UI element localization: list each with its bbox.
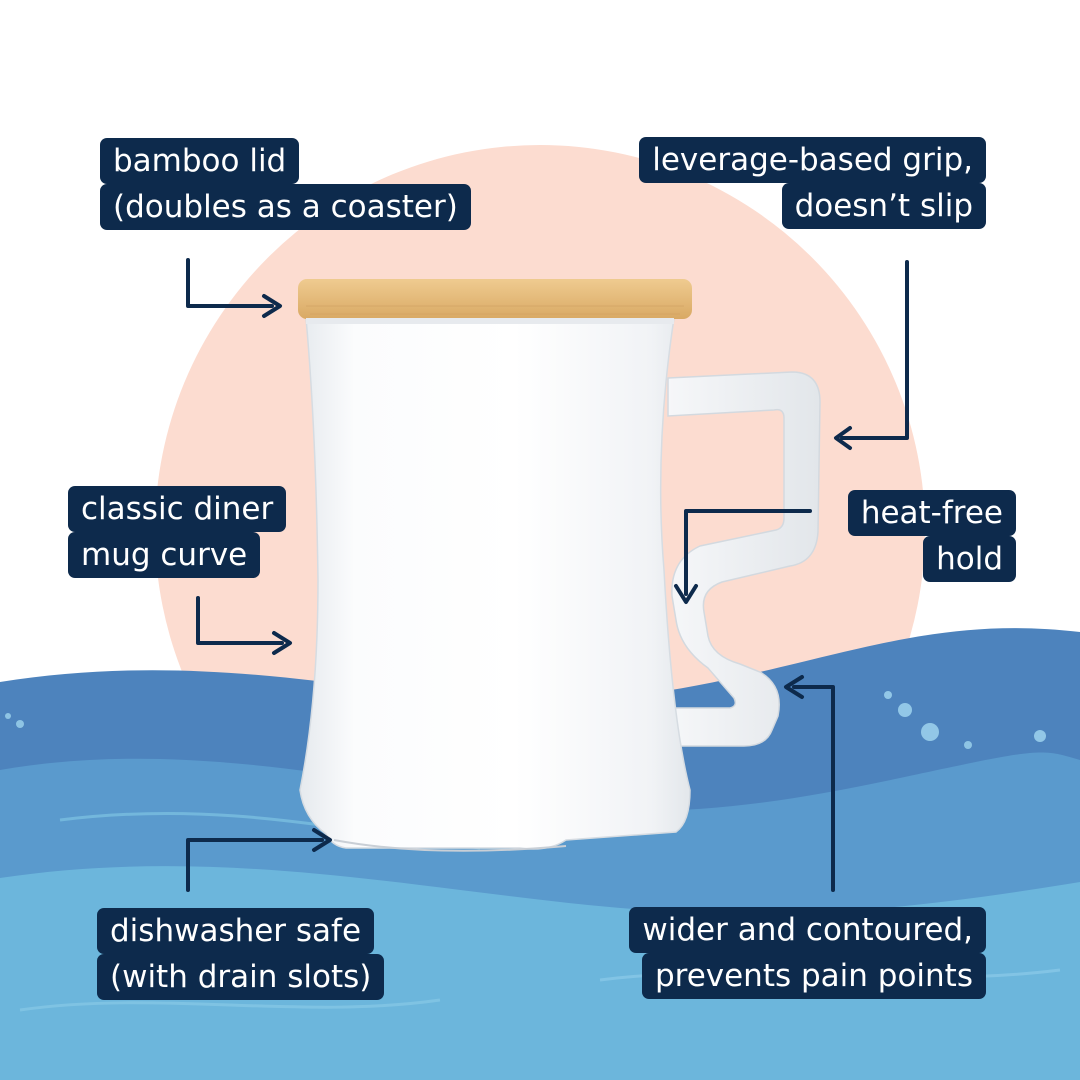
bubble: [884, 691, 892, 699]
arrow-curve: [196, 596, 292, 655]
arrow-heat: [674, 509, 812, 604]
bubble: [16, 720, 24, 728]
arrow-wider: [784, 675, 835, 892]
callout-line: dishwasher safe: [97, 908, 375, 954]
mug-handle: [667, 371, 821, 747]
callout-line: mug curve: [68, 532, 261, 578]
mug-base-edge: [333, 839, 567, 852]
arrow-lid: [186, 258, 282, 318]
callout-line: leverage-based grip,: [639, 137, 986, 183]
callout-line: (with drain slots): [97, 954, 385, 1000]
bubble: [964, 741, 972, 749]
callout-dishwasher-safe: dishwasher safe (with drain slots): [97, 908, 385, 1000]
callout-heat-free: heat-free hold: [847, 490, 1016, 582]
bubble: [1034, 730, 1046, 742]
callout-grip: leverage-based grip, doesn’t slip: [639, 137, 986, 229]
bubble: [5, 713, 11, 719]
callout-bamboo-lid: bamboo lid (doubles as a coaster): [100, 138, 471, 230]
bamboo-lid: [298, 279, 692, 319]
callout-line: heat-free: [847, 490, 1016, 536]
callout-line: bamboo lid: [100, 138, 300, 184]
wave-streak: [19, 998, 441, 1012]
callout-line: hold: [923, 536, 1016, 582]
callout-wider-contoured: wider and contoured, prevents pain point…: [629, 907, 986, 999]
callout-line: prevents pain points: [641, 953, 986, 999]
callout-line: classic diner: [68, 486, 287, 532]
callout-line: (doubles as a coaster): [100, 184, 471, 230]
callout-line: wider and contoured,: [629, 907, 986, 953]
bubble: [898, 703, 912, 717]
callout-line: doesn’t slip: [781, 183, 986, 229]
lid-shadow: [306, 318, 674, 324]
callout-diner-curve: classic diner mug curve: [68, 486, 287, 578]
arrow-dishwasher: [186, 828, 332, 892]
bubble: [921, 723, 939, 741]
mug-body: [299, 317, 691, 850]
arrow-grip: [834, 260, 909, 450]
